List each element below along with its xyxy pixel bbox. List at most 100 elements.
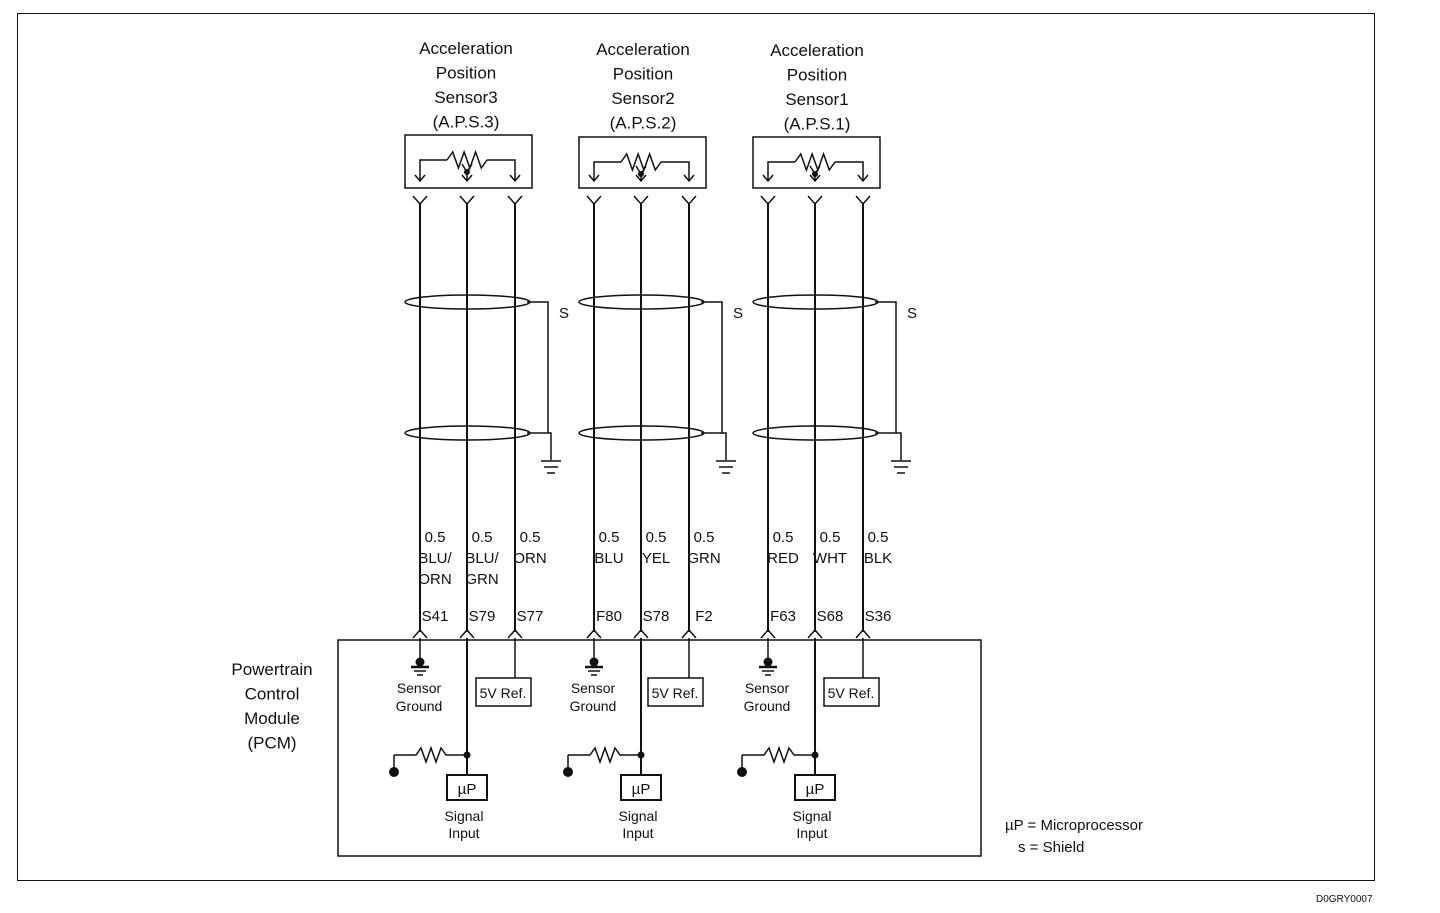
wire-size: 0.5 (520, 529, 541, 546)
legend-microprocessor: µP = Microprocessor (1005, 817, 1143, 834)
shield-drain (875, 301, 897, 434)
connector-icon (760, 628, 776, 639)
ref-5v-box (647, 677, 704, 707)
connector-icon (586, 628, 602, 639)
supply-terminal-icon (563, 767, 573, 777)
pcm-label-line: Powertrain (231, 660, 312, 679)
connector-icon (807, 628, 823, 639)
signal-input-label: Signal (619, 808, 658, 824)
sensor-title-line: Position (436, 64, 496, 83)
wire-size: 0.5 (599, 529, 620, 546)
connector-icon (507, 628, 523, 639)
potentiometer-icon (794, 151, 836, 173)
legend-shield: s = Shield (1018, 839, 1084, 856)
wire-size: 0.5 (694, 529, 715, 546)
signal-input-label: Signal (445, 808, 484, 824)
sensor-ground-label: Ground (744, 698, 791, 714)
microprocessor-label: µP (632, 781, 651, 798)
ground-icon (716, 460, 736, 474)
wire-size: 0.5 (472, 529, 493, 546)
sensor-box (752, 136, 881, 189)
pin-number: S77 (517, 608, 544, 625)
sensor-box (578, 136, 707, 189)
sensor-ground-label: Ground (396, 698, 443, 714)
connector-icon (459, 628, 475, 639)
shield-drain (701, 301, 723, 434)
signal-input-label: Input (622, 825, 653, 841)
wire-color: GRN (687, 550, 720, 567)
sensor-title-line: (A.P.S.1) (784, 115, 851, 134)
pin-number: F2 (695, 608, 713, 625)
sensor-ground-label: Sensor (745, 680, 790, 696)
connector-icon (681, 628, 697, 639)
pin-number: S68 (817, 608, 844, 625)
figure-code: D0GRY0007 (1316, 894, 1373, 905)
ground-icon (541, 460, 561, 474)
pcm-label-line: Module (244, 709, 300, 728)
resistor-icon (568, 745, 641, 765)
ref-5v-label: 5V Ref. (828, 685, 875, 701)
pin-number: S41 (422, 608, 449, 625)
sensor-ground-icon (411, 665, 429, 676)
wire-color: RED (767, 550, 799, 567)
ref-5v-box (475, 677, 532, 707)
wire-color: WHT (813, 550, 847, 567)
wire-color: BLU/ (418, 550, 452, 567)
wire-color: BLU (594, 550, 623, 567)
wire-color: ORN (418, 571, 451, 588)
diagram-border (17, 13, 1375, 881)
ref-5v-label: 5V Ref. (652, 685, 699, 701)
microprocessor-label: µP (458, 781, 477, 798)
pin-number: F63 (770, 608, 796, 625)
wire-size: 0.5 (773, 529, 794, 546)
ref-5v-label: 5V Ref. (480, 685, 527, 701)
shield-drain (527, 301, 549, 434)
signal-input-label: Input (796, 825, 827, 841)
sensor-ground-label: Ground (570, 698, 617, 714)
supply-terminal-icon (389, 767, 399, 777)
pin-number: F80 (596, 608, 622, 625)
sensor-ground-icon (585, 665, 603, 676)
connector-icon (855, 628, 871, 639)
wire-size: 0.5 (868, 529, 889, 546)
sensor-box (404, 134, 533, 189)
sensor-title-line: Position (787, 66, 847, 85)
sensor-title-line: Sensor3 (434, 88, 497, 107)
sensor-title-line: Position (613, 65, 673, 84)
resistor-icon (394, 745, 467, 765)
sensor-title-line: (A.P.S.2) (610, 114, 677, 133)
potentiometer-icon (446, 149, 488, 171)
sensor-title-line: (A.P.S.3) (433, 113, 500, 132)
pin-number: S78 (643, 608, 670, 625)
wire-color: GRN (465, 571, 498, 588)
microprocessor-label: µP (806, 781, 825, 798)
pcm-label-line: Control (245, 685, 300, 704)
microprocessor-box (446, 774, 488, 801)
wire-color: ORN (513, 550, 546, 567)
resistor-icon (742, 745, 815, 765)
wire-color: YEL (642, 550, 670, 567)
ref-5v-box (823, 677, 880, 707)
signal-input-label: Input (448, 825, 479, 841)
shield-label: S (733, 305, 743, 322)
pcm-box (337, 639, 982, 857)
sensor-ground-label: Sensor (397, 680, 442, 696)
wire-size: 0.5 (425, 529, 446, 546)
potentiometer-icon (620, 151, 662, 173)
shield-label: S (559, 305, 569, 322)
ground-icon (891, 460, 911, 474)
wire-size: 0.5 (820, 529, 841, 546)
